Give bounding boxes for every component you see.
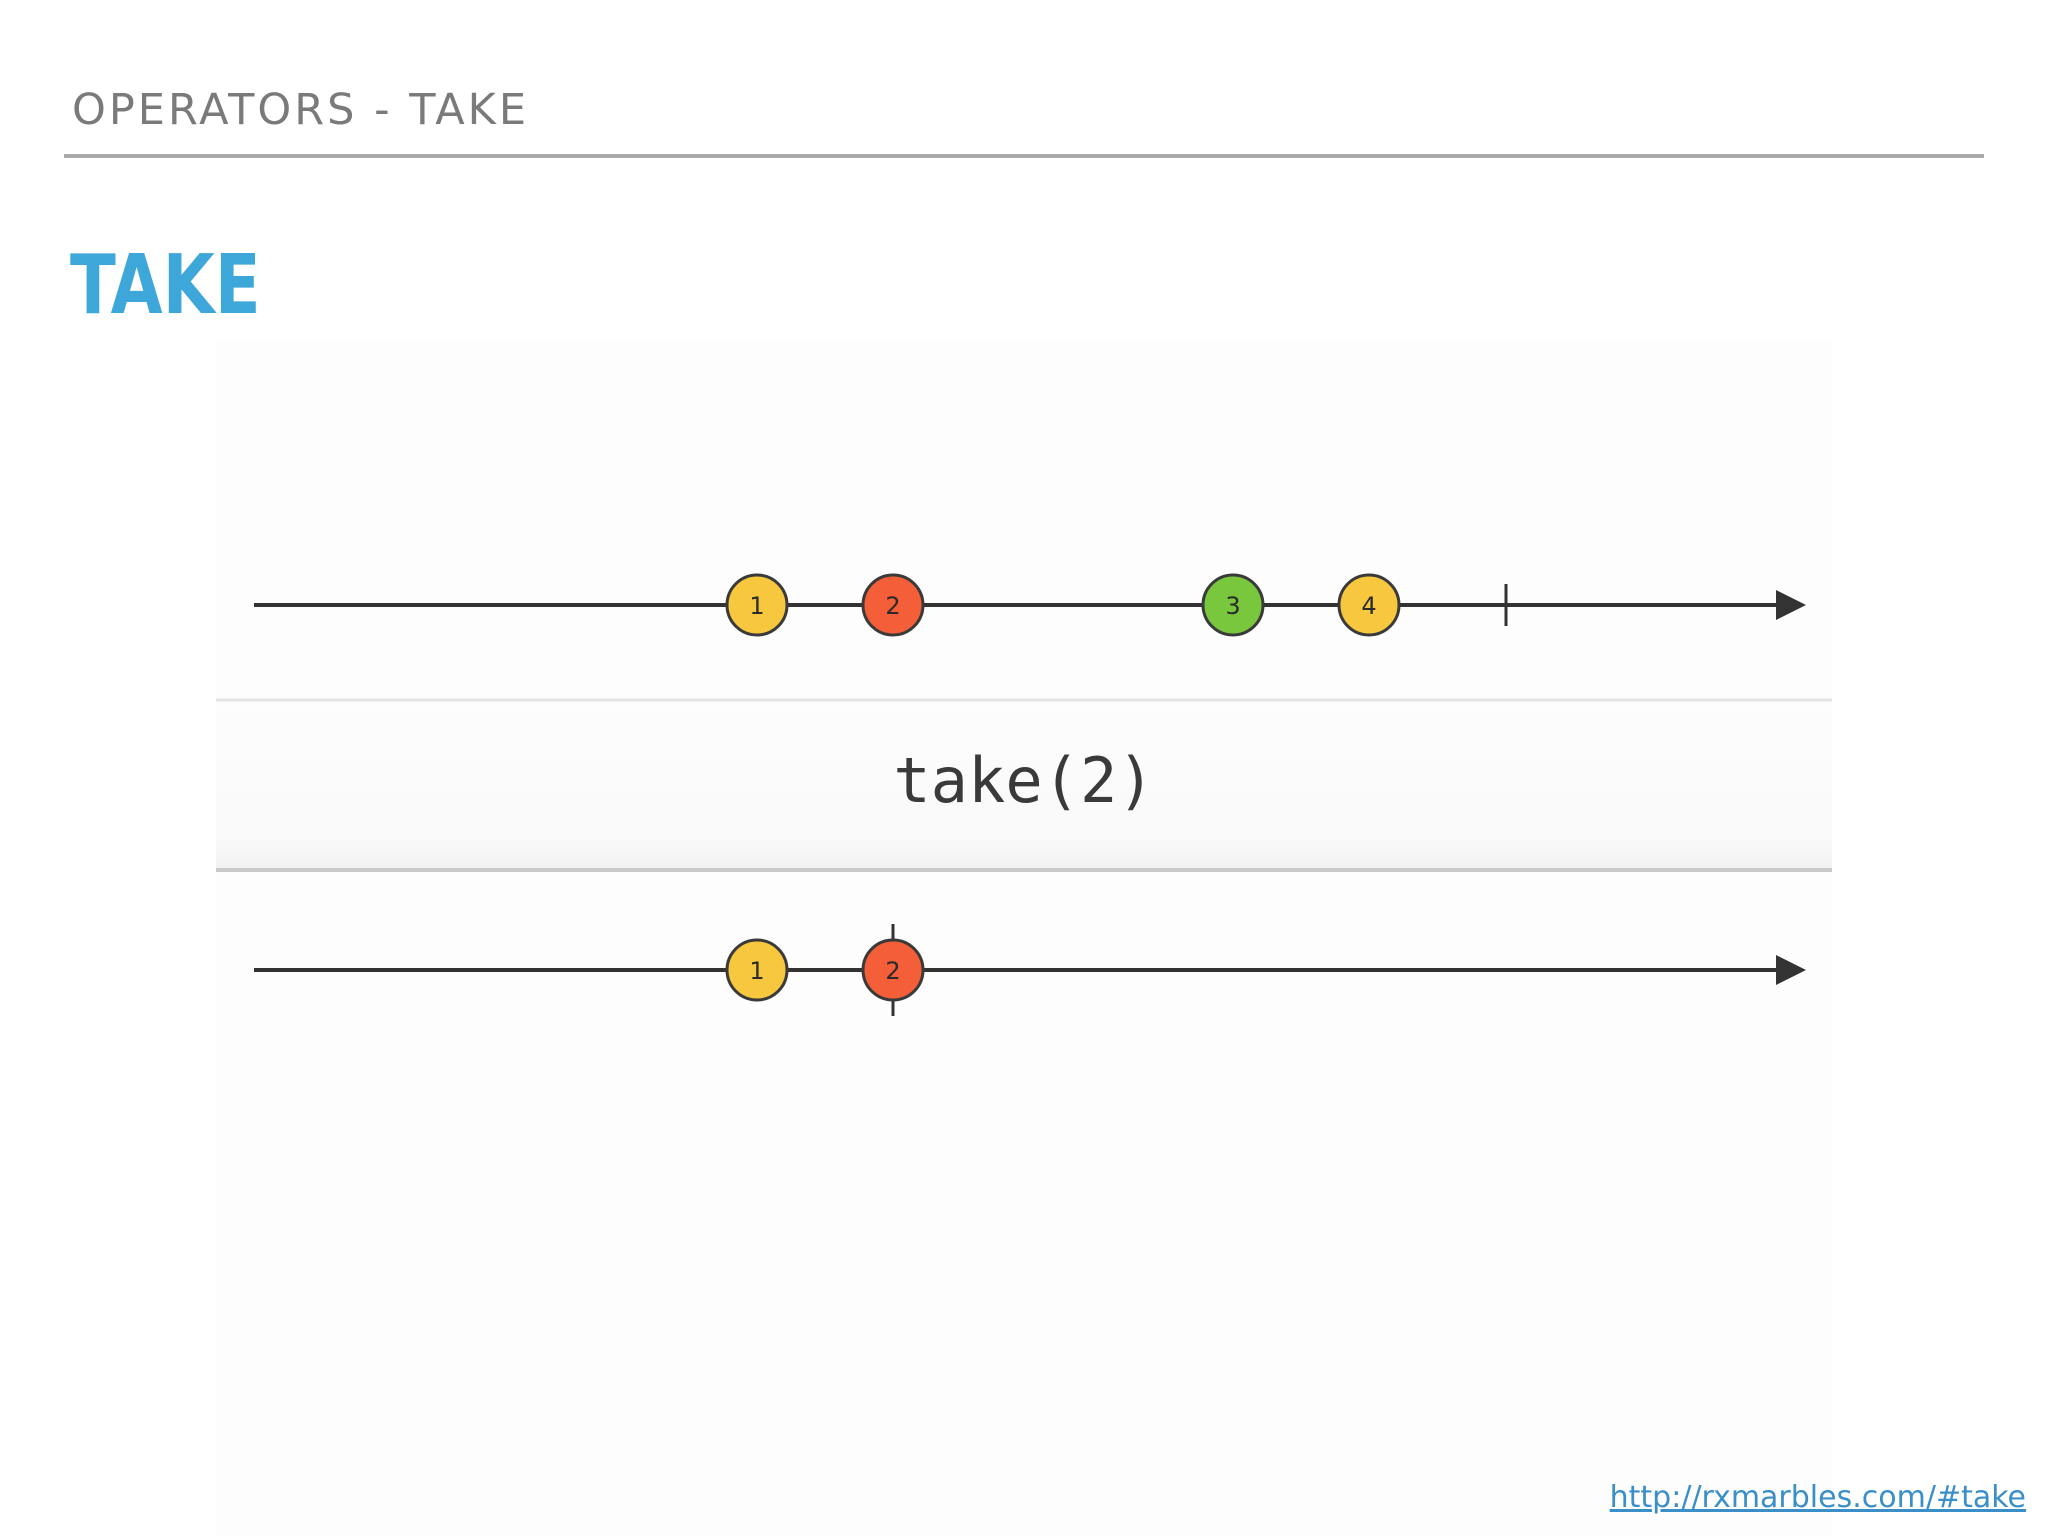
input-marble-label: 4	[1361, 592, 1376, 620]
output-marble-1: 1	[725, 938, 789, 1002]
operator-box: take(2)	[216, 698, 1832, 872]
output-timeline-arrowhead	[1776, 955, 1806, 985]
input-marble-circle	[861, 573, 925, 637]
input-stream: 1 2 3 4	[254, 573, 1806, 637]
operator-box-body	[216, 700, 1832, 872]
input-marble-label: 1	[749, 592, 764, 620]
input-marble-circle	[1337, 573, 1401, 637]
source-link[interactable]: http://rxmarbles.com/#take	[1609, 1480, 2026, 1515]
output-marble-circle	[725, 938, 789, 1002]
input-marble-label: 2	[885, 592, 900, 620]
input-marble-3: 3	[1201, 573, 1265, 637]
header-divider	[64, 154, 1984, 158]
slide-title: TAKE	[70, 238, 261, 333]
output-marble-label: 1	[749, 957, 764, 985]
input-marble-4: 4	[1337, 573, 1401, 637]
input-marble-circle	[725, 573, 789, 637]
input-marble-2: 2	[861, 573, 925, 637]
input-marble-label: 3	[1225, 592, 1240, 620]
operator-label: take(2)	[893, 744, 1154, 817]
output-marble-2: 2	[861, 938, 925, 1002]
section-header: OPERATORS - TAKE	[72, 85, 530, 135]
input-marbles: 1 2 3 4	[725, 573, 1401, 637]
input-marble-circle	[1201, 573, 1265, 637]
input-timeline-arrowhead	[1776, 590, 1806, 620]
output-marble-label: 2	[885, 957, 900, 985]
input-marble-1: 1	[725, 573, 789, 637]
output-marble-circle	[861, 938, 925, 1002]
